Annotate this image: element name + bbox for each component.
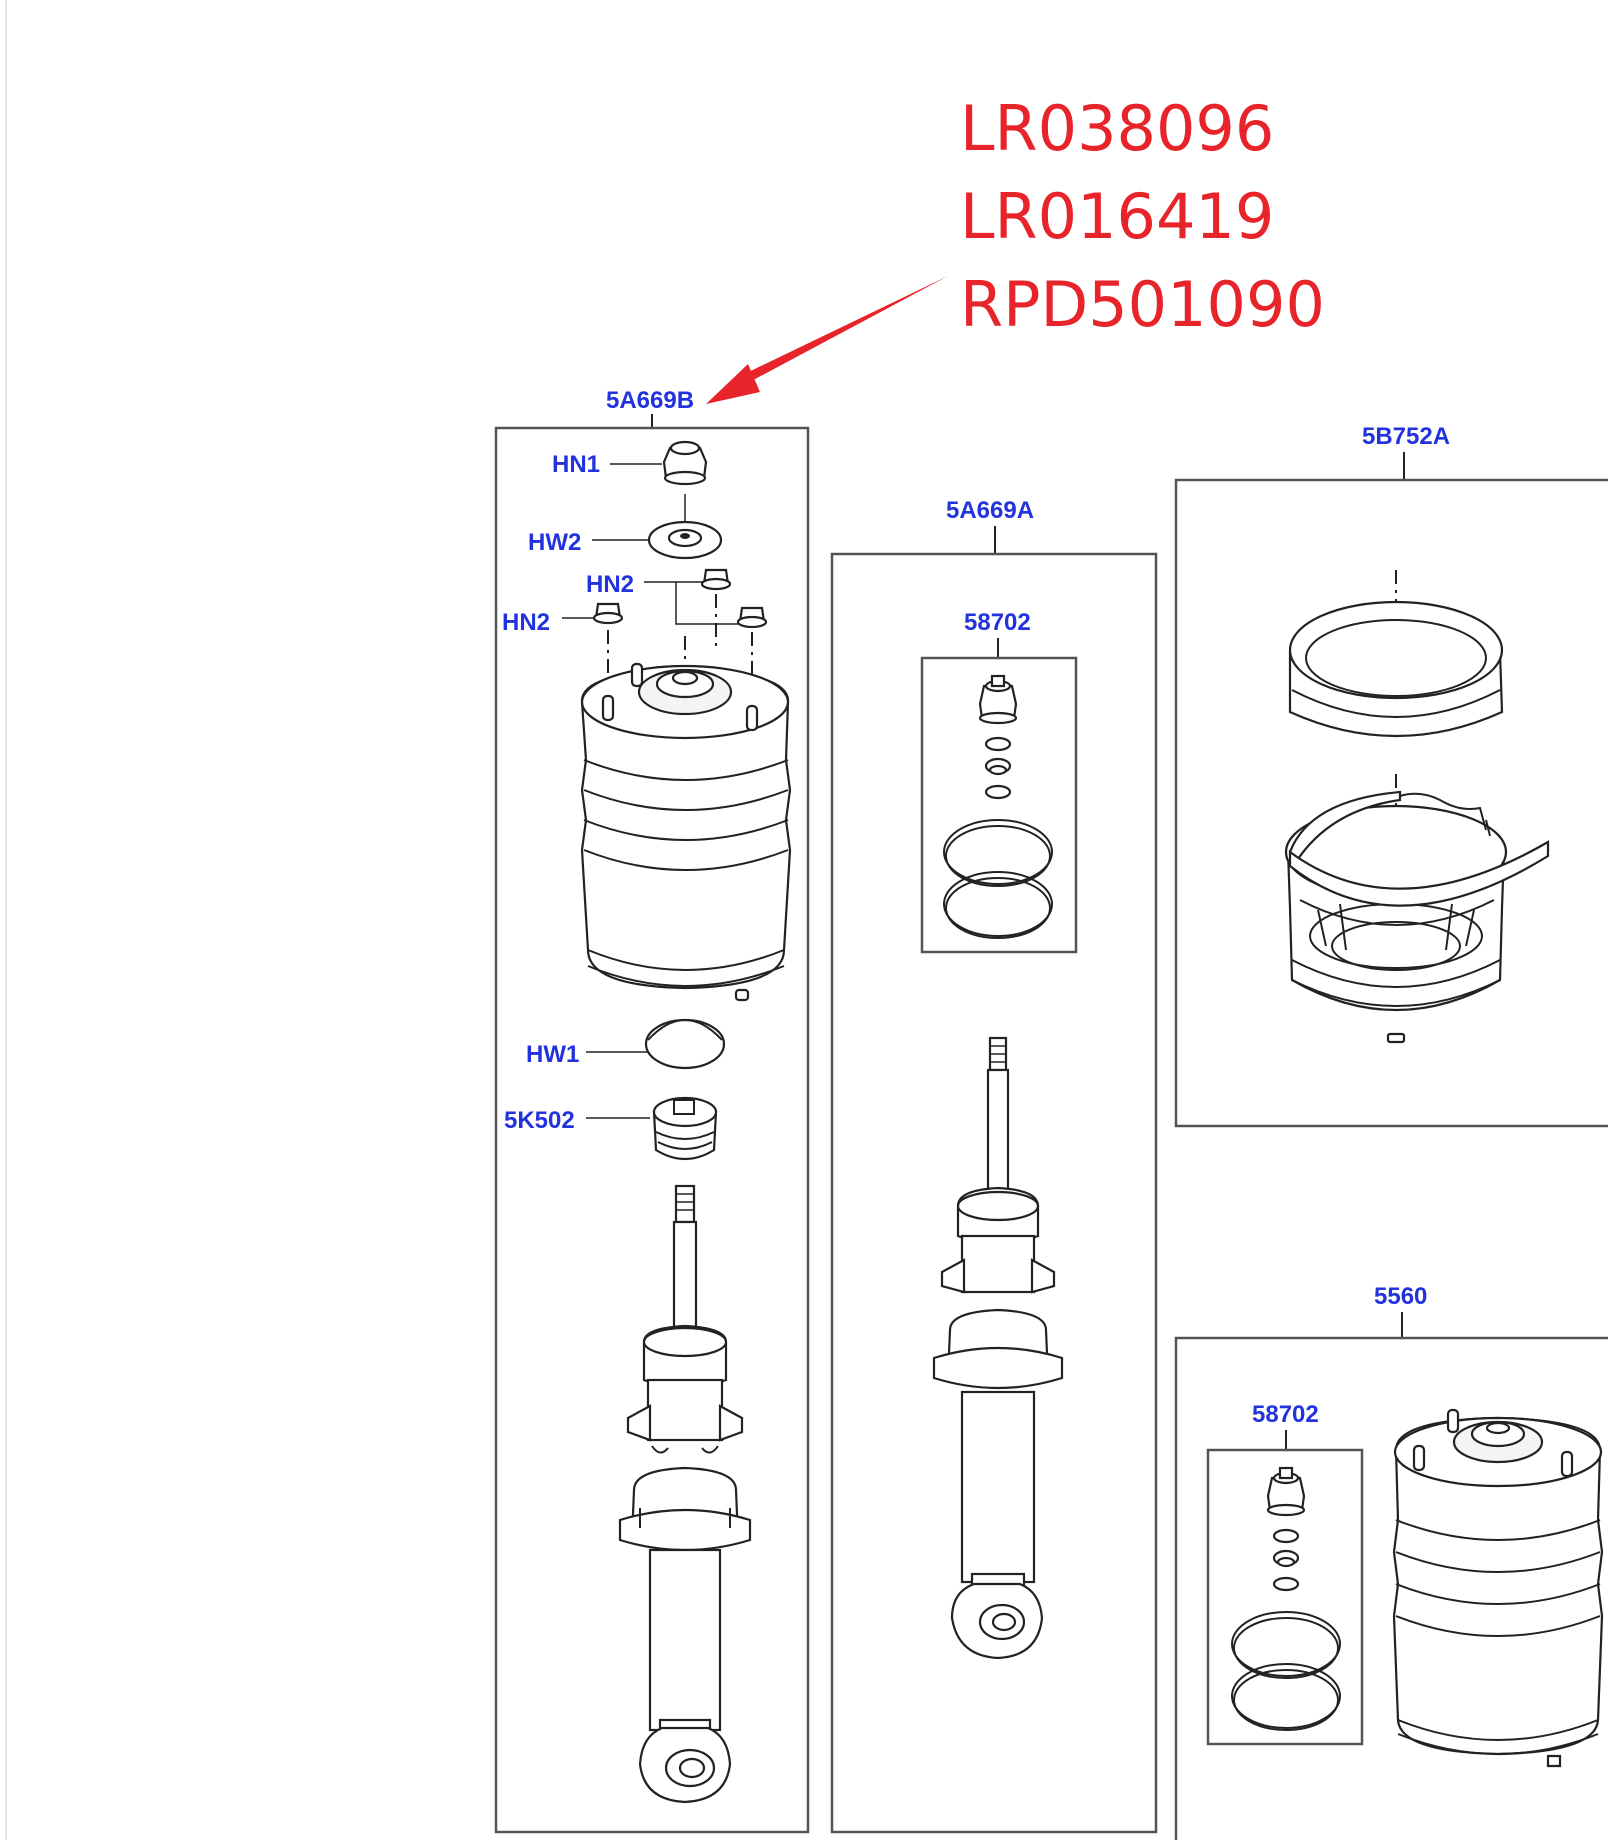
spring-seat-icon	[1284, 774, 1550, 1044]
seal-kit-58702-2	[1206, 1448, 1364, 1746]
dome-washer-icon	[644, 1018, 726, 1070]
washer-icon	[647, 520, 723, 560]
air-spring-5560: 5560 58702	[1174, 1283, 1608, 1840]
kit-58702-label: 58702	[964, 609, 1031, 636]
callout-5k502: 5K502	[504, 1107, 575, 1134]
callout-hn1: HN1	[552, 451, 600, 478]
part-number-2: LR016419	[960, 180, 1274, 253]
seal-kit-parts-icon	[943, 674, 1053, 939]
small-nut-icon	[736, 606, 768, 629]
top-nut-icon	[662, 440, 708, 486]
callout-hn2-upper: HN2	[586, 571, 634, 598]
part-number-3: RPD501090	[960, 268, 1325, 341]
seal-kit-parts-icon	[1231, 1466, 1341, 1731]
air-spring-icon	[1392, 1408, 1604, 1768]
air-spring-icon	[580, 662, 792, 1002]
top-mount-5b752a: 5B752A	[1174, 423, 1608, 1128]
top-mount-5b752a-label: 5B752A	[1362, 423, 1450, 450]
shock-absorber-icon	[618, 1184, 752, 1804]
callout-hw2: HW2	[528, 529, 581, 556]
callout-hn2-lower: HN2	[502, 609, 550, 636]
kit-58702-label-2: 58702	[1252, 1401, 1319, 1428]
red-arrow-icon	[706, 276, 948, 404]
assembly-5a669b: 5A669B HN1 HW2 HN2 HN2	[494, 387, 810, 1834]
upper-cup-icon	[1288, 570, 1504, 738]
part-number-1: LR038096	[960, 92, 1274, 165]
assembly-5a669a: 5A669A 58702	[830, 497, 1158, 1834]
seal-kit-58702	[920, 656, 1078, 954]
shock-absorber-icon	[932, 1036, 1064, 1660]
assembly-5a669b-label: 5A669B	[606, 387, 694, 414]
air-spring-5560-label: 5560	[1374, 1283, 1427, 1310]
assembly-5a669a-label: 5A669A	[946, 497, 1034, 524]
callout-hw1: HW1	[526, 1041, 579, 1068]
small-nut-icon	[700, 568, 732, 591]
bump-stop-icon	[652, 1096, 718, 1160]
small-nut-icon	[592, 602, 624, 625]
